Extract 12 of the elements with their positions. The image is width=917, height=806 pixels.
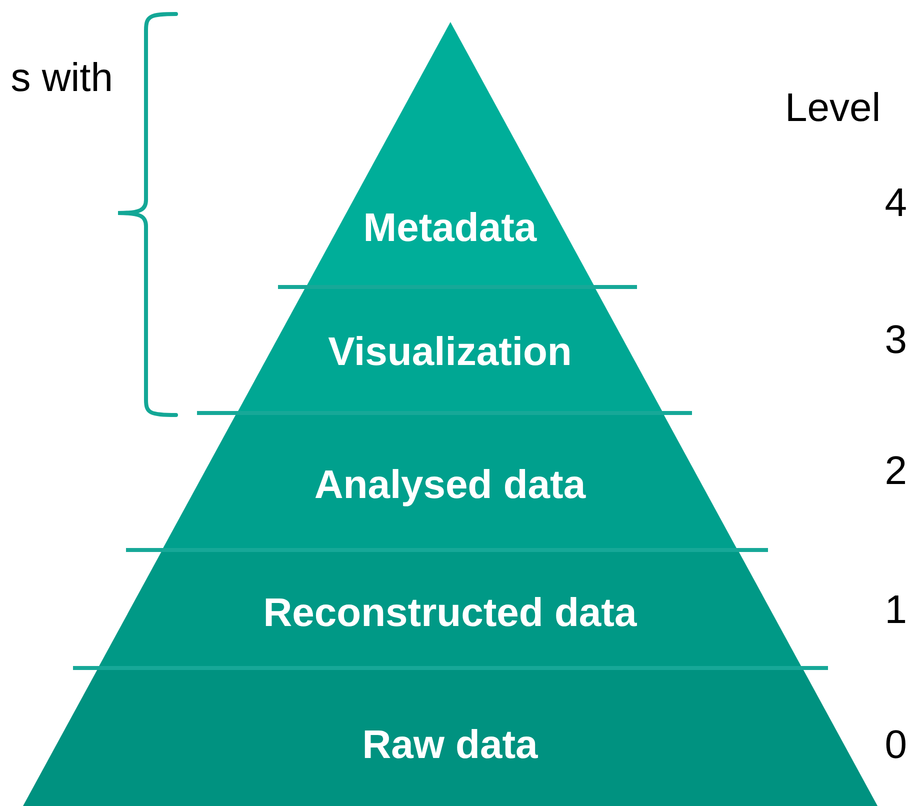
layer-label: Visualization xyxy=(327,330,573,374)
note-text: s with xyxy=(10,56,113,100)
axis-title: Level xyxy=(785,86,881,130)
level-number: 2 xyxy=(884,449,907,493)
level-number: 1 xyxy=(884,588,907,632)
layer-label: Reconstructed data xyxy=(262,591,638,635)
level-number: 0 xyxy=(884,723,907,767)
layer-label: Metadata xyxy=(362,206,538,250)
layer-label: Analysed data xyxy=(313,463,587,507)
level-number: 4 xyxy=(884,181,907,225)
level-number: 3 xyxy=(884,318,907,362)
layer-label: Raw data xyxy=(361,723,539,767)
